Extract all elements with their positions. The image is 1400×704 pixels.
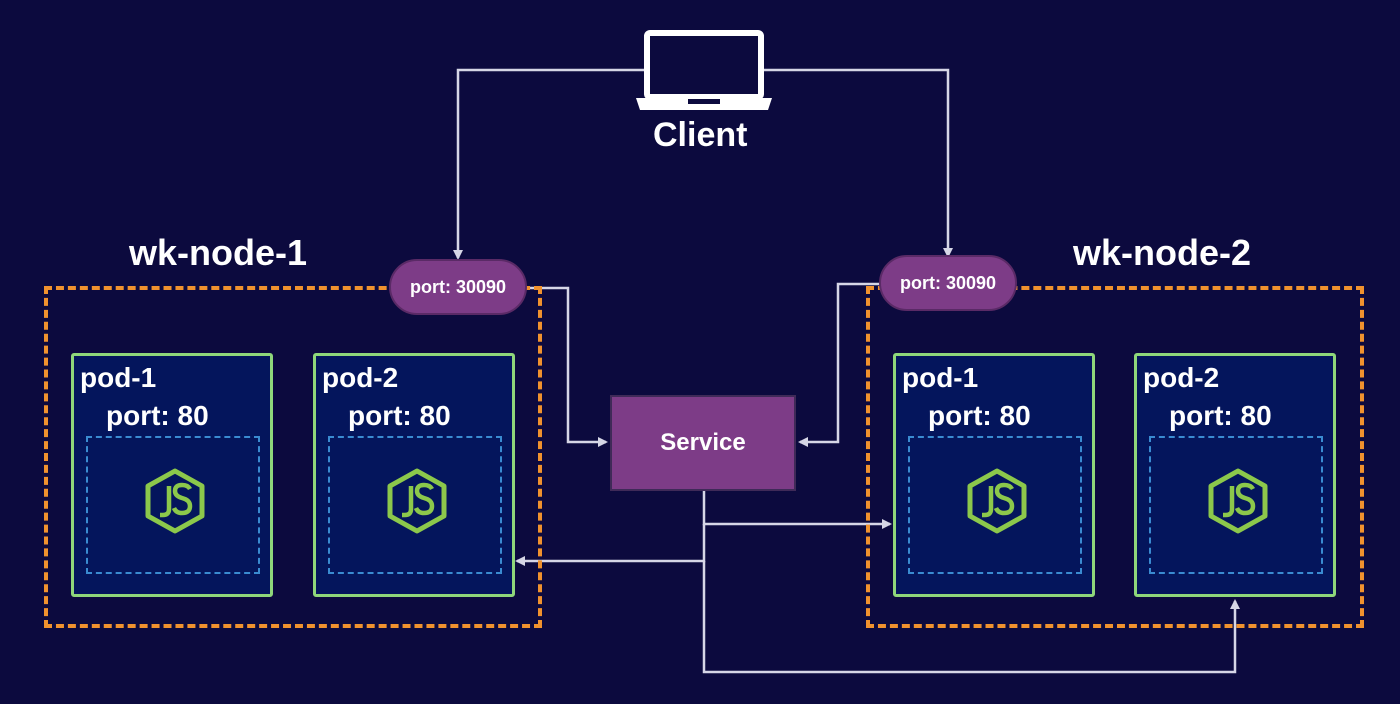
- container-box: [1149, 436, 1323, 574]
- node2-nodeport: port: 30090: [879, 255, 1017, 311]
- client-to-node1-port-line: [453, 68, 646, 260]
- service-to-node2-pod2-line: [702, 561, 1240, 674]
- pod-name: pod-2: [322, 362, 399, 393]
- node1-pod1: pod-1 port: 80: [71, 353, 273, 597]
- client-to-node2-port-line: [764, 68, 953, 258]
- pod-name: pod-1: [902, 362, 979, 393]
- node2-port-to-service-line: [798, 282, 880, 447]
- node2-title: wk-node-2: [1073, 232, 1252, 273]
- pod-port: port: 80: [928, 400, 1031, 431]
- nodejs-icon: [967, 468, 1027, 534]
- container-box: [86, 436, 260, 574]
- container-box: [328, 436, 502, 574]
- laptop-icon: [636, 30, 772, 110]
- client-label: Client: [653, 116, 748, 154]
- container-box: [908, 436, 1082, 574]
- nodejs-icon: [145, 468, 205, 534]
- nodejs-icon: [387, 468, 447, 534]
- node1-port-to-service-line: [528, 286, 608, 447]
- pod-port: port: 80: [1169, 400, 1272, 431]
- pod-port: port: 80: [348, 400, 451, 431]
- node1-pod2: pod-2 port: 80: [313, 353, 515, 597]
- nodejs-icon: [1208, 468, 1268, 534]
- node1-nodeport: port: 30090: [389, 259, 527, 315]
- pod-name: pod-1: [80, 362, 157, 393]
- node2-pod2: pod-2 port: 80: [1134, 353, 1336, 597]
- pod-port: port: 80: [106, 400, 209, 431]
- service-to-node2-pod1-line: [702, 491, 892, 529]
- pod-name: pod-2: [1143, 362, 1220, 393]
- service-box: Service: [610, 395, 796, 491]
- service-to-node1-pod2-line: [515, 524, 706, 566]
- node1-title: wk-node-1: [129, 232, 308, 273]
- node1-frame: [44, 286, 542, 628]
- node2-pod1: pod-1 port: 80: [893, 353, 1095, 597]
- node2-frame: [866, 286, 1364, 628]
